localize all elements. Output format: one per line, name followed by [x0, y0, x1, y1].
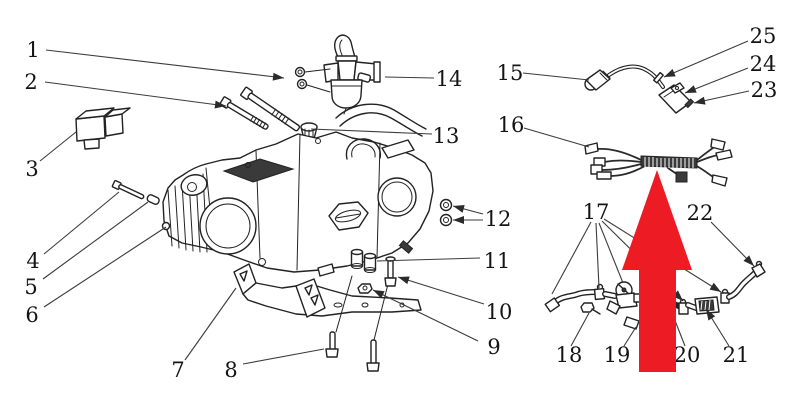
relay-illustration — [75, 107, 131, 150]
callout-label-11: 11 — [484, 249, 511, 273]
callout-label-23: 23 — [751, 78, 778, 102]
callout-leader-line — [43, 191, 120, 255]
callout-23: 23 — [693, 78, 778, 105]
callout-leader-line — [372, 289, 479, 342]
callout-21: 21 — [705, 308, 750, 367]
callout-16: 16 — [498, 113, 590, 148]
leader-arrowhead — [743, 255, 754, 266]
callout-10: 10 — [397, 276, 513, 324]
carburetor-illustration — [323, 34, 381, 115]
callout-label-8: 8 — [224, 358, 237, 382]
cylinder-stud-bolts — [219, 86, 301, 132]
callout-7: 7 — [171, 287, 237, 382]
callout-leader-line — [384, 76, 435, 79]
callout-label-15: 15 — [497, 61, 524, 85]
callout-3: 3 — [25, 131, 77, 181]
leader-arrowhead — [453, 216, 464, 224]
leader-arrowhead — [672, 290, 683, 301]
callout-label-9: 9 — [487, 335, 500, 359]
callout-leader-line — [43, 226, 167, 308]
callout-label-7: 7 — [171, 358, 184, 382]
engine-illustration — [162, 103, 434, 277]
leader-arrowhead — [398, 276, 410, 285]
callout-label-12: 12 — [485, 207, 512, 231]
callout-leader-line — [242, 348, 325, 365]
callout-19: 19 — [604, 326, 637, 367]
callout-leader-line — [523, 127, 590, 148]
callout-leader-line — [45, 49, 285, 79]
callout-label-14: 14 — [436, 67, 463, 91]
leader-arrowhead — [214, 100, 226, 109]
leader-arrowhead — [694, 96, 706, 105]
callout-leader-line — [44, 81, 227, 107]
callout-label-24: 24 — [750, 52, 777, 76]
callout-label-19: 19 — [604, 343, 631, 367]
callout-15: 15 — [497, 61, 590, 85]
callout-leader-line — [623, 326, 637, 347]
leader-arrowhead — [664, 68, 676, 77]
callout-label-17: 17 — [583, 200, 610, 224]
leader-arrowhead — [373, 290, 385, 299]
callout-label-3: 3 — [25, 157, 38, 181]
callout-label-6: 6 — [25, 303, 38, 327]
red-up-arrow-annotation — [622, 170, 692, 372]
carburetor-nuts — [294, 66, 331, 93]
callout-label-22: 22 — [687, 201, 714, 225]
callout-leader-line — [184, 287, 237, 361]
callout-12: 12 — [452, 204, 512, 231]
callout-label-4: 4 — [26, 249, 39, 273]
callout-leader-line — [397, 276, 485, 305]
callout-2: 2 — [24, 70, 227, 109]
callout-leader-line — [522, 72, 590, 81]
callout-label-16: 16 — [498, 113, 525, 137]
callout-label-21: 21 — [723, 343, 750, 367]
callout-18: 18 — [556, 312, 590, 367]
callout-22: 22 — [687, 201, 755, 267]
callout-4: 4 — [26, 191, 120, 273]
callout-label-20: 20 — [674, 343, 701, 367]
callout-leader-line — [376, 257, 481, 262]
callout-9: 9 — [372, 289, 501, 359]
leader-arrowhead — [685, 85, 697, 93]
callout-label-25: 25 — [750, 24, 777, 48]
engine-mount-hardware — [350, 248, 397, 294]
callout-leader-line — [684, 67, 749, 94]
leader-arrowhead — [272, 72, 284, 81]
callout-leader-line — [42, 201, 149, 280]
callout-20: 20 — [673, 317, 701, 367]
flange-nuts — [439, 198, 453, 227]
callout-11: 11 — [376, 249, 511, 273]
callout-leader-line — [551, 221, 592, 295]
callout-6: 6 — [25, 226, 167, 327]
leader-arrowhead — [709, 282, 721, 292]
skid-plate-bolts — [325, 275, 389, 372]
callout-label-10: 10 — [486, 300, 513, 324]
callout-leader-line — [39, 131, 77, 162]
callout-label-5: 5 — [24, 275, 37, 299]
callout-1: 1 — [26, 38, 285, 81]
callout-24: 24 — [684, 52, 777, 94]
spark-coil-illustration — [584, 64, 695, 114]
callout-14: 14 — [384, 67, 463, 91]
callout-label-18: 18 — [556, 343, 583, 367]
callout-13: 13 — [310, 124, 460, 148]
callout-8: 8 — [224, 348, 325, 382]
callout-25: 25 — [663, 24, 777, 78]
leader-arrowhead — [706, 309, 716, 321]
leader-arrowhead — [453, 204, 465, 213]
callout-label-2: 2 — [24, 70, 37, 94]
callout-leader-line — [663, 40, 749, 78]
callout-leader-line — [595, 222, 600, 289]
callout-leader-line — [310, 128, 433, 135]
callout-leader-line — [598, 222, 624, 284]
callout-leader-line — [570, 312, 590, 347]
wiring-harness-illustration — [584, 138, 733, 187]
skid-plate-illustration — [233, 263, 422, 318]
callout-label-13: 13 — [433, 124, 460, 148]
head-mount-bolts — [111, 179, 171, 231]
callout-5: 5 — [24, 201, 149, 299]
callout-label-1: 1 — [26, 38, 39, 62]
